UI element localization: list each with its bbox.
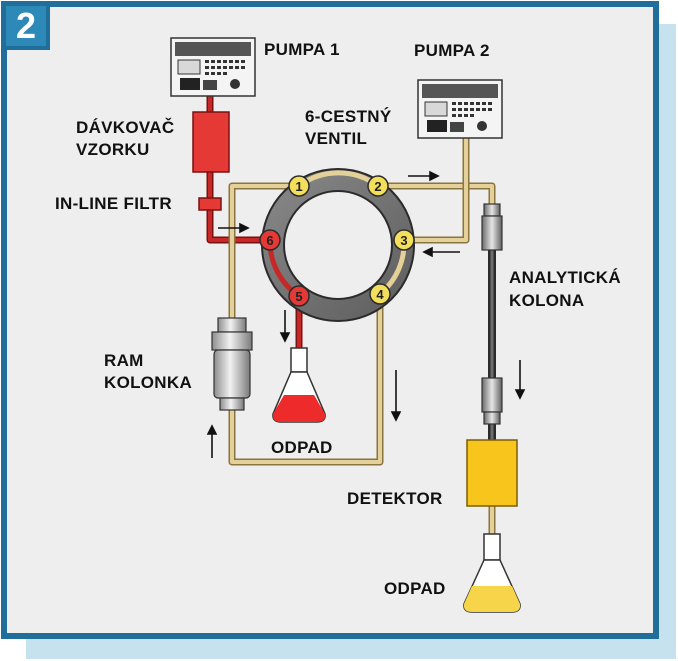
sample-injector (192, 111, 230, 173)
column-label-line2: KOLONA (509, 291, 585, 310)
port-2-label: 2 (374, 179, 381, 194)
detector-label: DETEKTOR (347, 489, 443, 508)
port-4 (369, 283, 391, 305)
sampler-label-line1: DÁVKOVAČ (76, 118, 175, 137)
valve-ports: 1 2 3 4 5 6 (259, 175, 415, 307)
column-label-line1: ANALYTICKÁ (509, 268, 621, 287)
waste-flask-2 (463, 533, 521, 613)
port-1-label: 1 (295, 179, 302, 194)
port-3 (393, 229, 415, 251)
flow-arrow-up-ram (206, 424, 218, 458)
sampler-label-line2: VZORKU (76, 140, 150, 159)
pump-2 (417, 79, 503, 139)
panel-number: 2 (15, 5, 37, 46)
inline-filter (198, 197, 222, 211)
panel-number-badge (2, 2, 50, 50)
analytical-column (481, 203, 503, 425)
flow-arrow-right-top (408, 170, 440, 182)
port-4-label: 4 (376, 287, 384, 302)
flow-arrows (206, 170, 526, 458)
flow-arrow-down-loop (390, 370, 402, 422)
detector (466, 439, 518, 507)
pump1-label: PUMPA 1 (264, 40, 340, 59)
pump2-label: PUMPA 2 (414, 41, 490, 60)
port-6 (259, 229, 281, 251)
port-3-label: 3 (400, 233, 407, 248)
flow-arrow-left (422, 246, 460, 258)
flow-arrow-down-column (514, 360, 526, 400)
port-2 (367, 175, 389, 197)
port-6-label: 6 (266, 233, 273, 248)
port-5 (288, 285, 310, 307)
six-port-valve (261, 168, 415, 322)
filter-label: IN-LINE FILTR (55, 194, 172, 213)
waste-flask-1 (272, 347, 326, 423)
ram-label-line2: KOLONKA (104, 373, 193, 392)
valve-label-line2: VENTIL (305, 129, 368, 148)
valve-label-line1: 6-CESTNÝ (305, 107, 392, 126)
ram-label-line1: RAM (104, 351, 144, 370)
port-5-label: 5 (295, 289, 302, 304)
waste-label-1: ODPAD (271, 438, 333, 457)
ram-cartridge (211, 317, 253, 411)
flow-arrow-right-mid (218, 222, 250, 234)
pump-1 (170, 37, 256, 97)
port-1 (288, 175, 310, 197)
flow-arrow-down-waste (279, 310, 291, 343)
waste-label-2: ODPAD (384, 579, 446, 598)
